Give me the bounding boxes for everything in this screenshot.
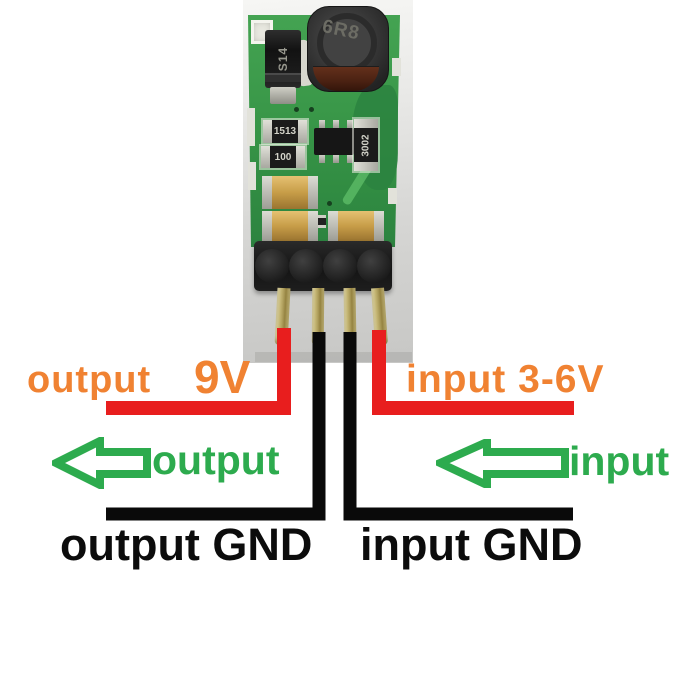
edge-pad [247,108,255,146]
input-3-6v-wire [372,330,574,415]
tantalum-capacitor [328,211,384,241]
resistor-1513: 1513 [263,120,307,143]
tantalum-capacitor [262,211,318,241]
capacitor-body [272,211,308,241]
ic-lead [319,154,325,163]
resistor-marking: 1513 [272,120,298,143]
diode-cathode-band [265,73,301,82]
resistor-terminal [298,120,307,143]
header-socket [289,249,323,283]
ic-lead [347,120,353,129]
capacitor-terminal [308,176,318,209]
output-voltage-label: 9V [194,351,251,403]
tantalum-capacitor [262,176,318,209]
resistor-terminal [354,162,378,171]
converter-ic-chip [314,128,354,155]
input-gnd-wire [343,332,573,521]
capacitor-terminal [262,211,272,241]
resistor-terminal [354,119,378,128]
capacitor-terminal [328,211,338,241]
capacitor-terminal [262,176,272,209]
output-gnd-wire [106,332,326,521]
resistor-marking: 3002 [354,128,378,162]
input-arrow-label: input [569,438,670,484]
header-socket [255,249,289,283]
resistor-terminal [261,146,270,168]
inductor-core [317,13,377,73]
capacitor-body [272,176,308,209]
ic-lead [333,154,339,163]
ic-lead [347,154,353,163]
capacitor-terminal [374,211,384,241]
resistor-marking: 100 [270,146,296,168]
resistor-3002: 3002 [354,119,378,171]
output-gnd-label: output GND [60,519,313,570]
capacitor-terminal [308,211,318,241]
resistor-100: 100 [261,146,305,168]
small-smd-component [318,215,326,228]
ic-lead [333,120,339,129]
capacitor-body [338,211,374,241]
schottky-diode: S14 [265,30,301,88]
resistor-terminal [263,120,272,143]
resistor-terminal [296,146,305,168]
photo-bottom-shadow [255,352,412,362]
output-9v-wire [106,328,291,415]
header-socket [357,249,391,283]
output-direction-arrow-icon [52,437,151,489]
via-dot [309,107,314,112]
ic-lead [319,120,325,129]
input-direction-arrow-icon [436,439,569,488]
edge-pad [248,162,256,190]
via-dot [327,201,332,206]
via-dot [294,107,299,112]
edge-pad [392,58,401,76]
edge-pad [388,188,397,204]
input-gnd-label: input GND [360,519,583,570]
diode-lead-pad [270,87,296,104]
output-line-label: output [27,359,152,401]
output-arrow-label: output [152,437,280,483]
header-socket [323,249,357,283]
input-voltage-label: input 3-6V [406,358,605,401]
